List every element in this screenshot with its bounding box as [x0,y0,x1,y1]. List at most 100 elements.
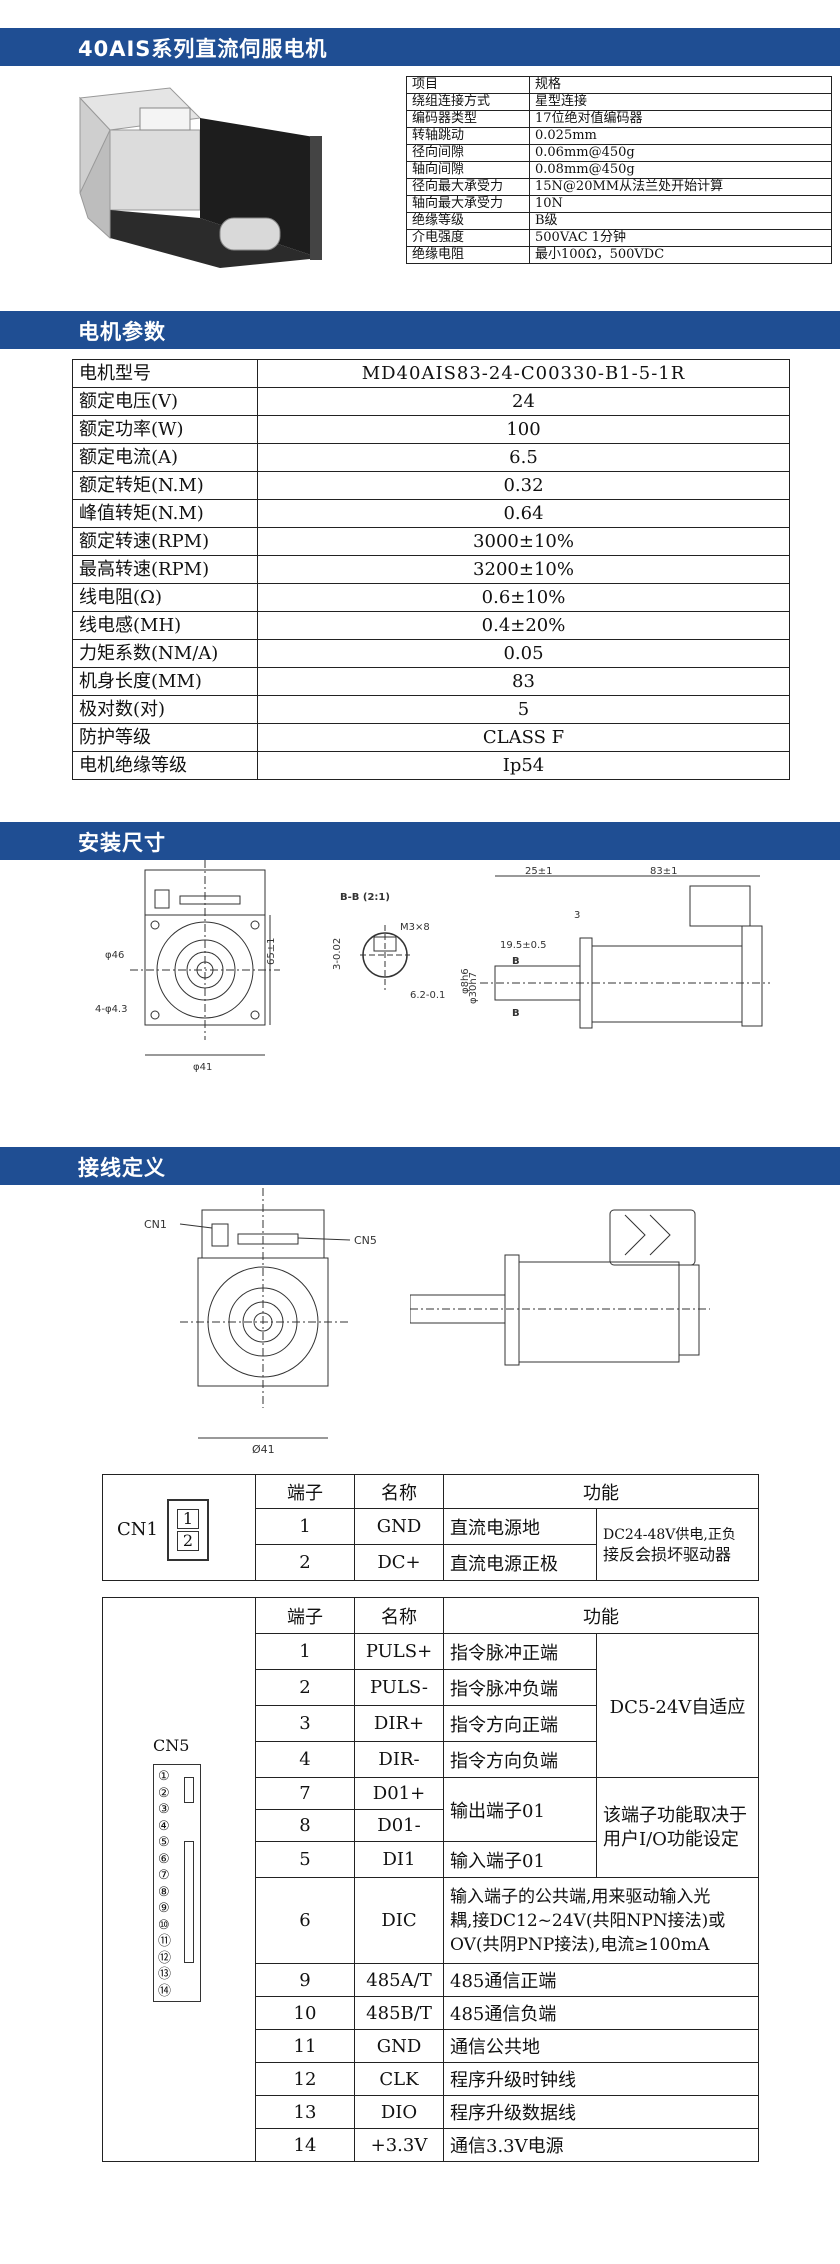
param-key: 电机型号 [72,359,258,388]
spec-value: 15N@20MM从法兰处开始计算 [529,178,832,196]
section-header-params: 电机参数 [0,311,840,349]
param-value: 0.32 [257,471,790,500]
section-header-install: 安装尺寸 [0,822,840,860]
cn5-key-slot [184,1777,194,1803]
cn5-pin-list: ① ② ③ ④ ⑤ ⑥ ⑦ ⑧ ⑨ ⑩ ⑪ ⑫ ⑬ ⑭ [158,1769,171,2000]
table-row: 1 PULS+ 指令脉冲正端 DC5-24V自适应 [103,1633,759,1778]
cn1-header-terminal: 端子 [255,1474,355,1509]
cell: PULS- [354,1669,444,1706]
cn5-table: CN5 ① ② ③ ④ ⑤ ⑥ ⑦ ⑧ ⑨ ⑩ ⑪ ⑫ ⑬ ⑭ [102,1597,759,2162]
param-key: 额定功率(W) [72,415,258,444]
dim-phi41-b: Ø41 [252,1443,275,1456]
cell: 1 [255,1508,355,1545]
table-row: 极对数(对)5 [72,695,790,724]
cell: 输入端子01 [443,1841,597,1878]
table-row: 额定转速(RPM)3000±10% [72,527,790,556]
table-row: 6 DIC 输入端子的公共端,用来驱动输入光 耦,接DC12~24V(共阳NPN… [103,1877,759,1964]
table-row: 线电阻(Ω)0.6±10% [72,583,790,612]
cn1-table: CN1 1 2 端子 名称 功能 1 GND 直流电源地 DC24-48V供电,… [102,1474,759,1581]
cn5-io-note-1: 该端子功能取决于 [603,1804,747,1826]
label-cn1: CN1 [144,1218,167,1231]
table-row: 力矩系数(NM/A)0.05 [72,639,790,668]
section-header-title: 40AIS系列直流伺服电机 [0,28,840,66]
cn5-dic-2: 耦,接DC12~24V(共阳NPN接法)或 [450,1910,726,1931]
cell: 12 [255,2062,355,2096]
table-row: 3 DIR+ 指令方向正端 [103,1705,759,1742]
cell: 8 [255,1809,355,1842]
cn5-pin: ⑬ [158,1967,172,1982]
table-row: 4 DIR- 指令方向负端 [103,1741,759,1778]
dim-65: 65±1 [266,938,277,965]
cell: 指令方向正端 [443,1705,597,1742]
spec-value: 0.06mm@450g [529,144,832,162]
table-row: 2 DC+ 直流电源正极 [103,1544,759,1581]
cn5-pin: ② [158,1785,170,1801]
cn1-note-1: DC24-48V供电,正负 [603,1526,736,1543]
spec-value: 10N [529,195,832,213]
cn5-io-note-cell: 该端子功能取决于 用户I/O功能设定 [596,1777,759,1878]
cell: 7 [255,1777,355,1810]
spec-value: 0.025mm [529,127,832,145]
param-value: 3200±10% [257,555,790,584]
cn5-pin: ⑪ [158,1934,172,1949]
front-view-drawing: φ46 65±1 4-φ4.3 φ41 [95,860,280,1073]
cn5-connector-icon: ① ② ③ ④ ⑤ ⑥ ⑦ ⑧ ⑨ ⑩ ⑪ ⑫ ⑬ ⑭ [153,1764,201,2002]
dim-3: 3-0.02 [332,938,343,970]
cell: 直流电源正极 [443,1544,597,1581]
cell: DI1 [354,1841,444,1878]
cn5-pin: ⑫ [158,1950,172,1966]
table-row: 线电感(MH)0.4±20% [72,611,790,640]
table-row: 项目 规格 [406,76,832,94]
cn5-pin: ③ [158,1802,170,1817]
table-row: 峰值转矩(N.M)0.64 [72,499,790,528]
motor-side-drawing [410,1209,710,1366]
table-row: 12 CLK 程序升级时钟线 [103,2062,759,2096]
dim-3b: 3 [574,910,580,921]
cn5-pin: ⑭ [158,1983,172,1999]
section-mark-b2: B [512,1008,520,1019]
param-value: Ip54 [257,751,790,780]
param-key: 额定电压(V) [72,387,258,416]
param-value: CLASS F [257,723,790,752]
cell: 2 [255,1669,355,1706]
cn5-pin: ⑩ [158,1917,170,1933]
param-key: 防护等级 [72,723,258,752]
spec-key: 径向最大承受力 [406,178,530,196]
cell: 通信3.3V电源 [443,2128,759,2162]
cell: DIR- [354,1741,444,1778]
dim-phi30: φ30h7 [468,972,479,1004]
cn5-pin: ⑥ [158,1851,170,1867]
cn1-pin-2: 2 [177,1531,199,1551]
spec-value: B级 [529,212,832,230]
cn5-pin: ⑤ [158,1835,170,1850]
spec-value: 0.08mm@450g [529,161,832,179]
cell: 指令脉冲正端 [443,1633,597,1670]
cell: 指令脉冲负端 [443,1669,597,1706]
cell: 9 [255,1963,355,1997]
section-title-text: 40AIS系列直流伺服电机 [78,37,328,61]
cn5-pin: ⑨ [158,1901,170,1916]
cell: 4 [255,1741,355,1778]
dim-m3: M3×8 [400,922,430,933]
table-row: 绕组连接方式星型连接 [406,93,832,111]
cell: GND [354,2029,444,2063]
spec-key: 绝缘等级 [406,212,530,230]
table-row: 最高转速(RPM)3200±10% [72,555,790,584]
param-value: 0.05 [257,639,790,668]
dim-holes: 4-φ4.3 [95,1004,127,1015]
table-row: 绝缘电阻最小100Ω，500VDC [406,246,832,264]
cell: GND [354,1508,444,1545]
cn1-label: CN1 [117,1519,158,1540]
cn1-header-name: 名称 [354,1474,444,1509]
cn1-header-function: 功能 [443,1474,759,1509]
cell: 直流电源地 [443,1508,597,1545]
table-row: 额定电压(V)24 [72,387,790,416]
cn5-dic-1: 输入端子的公共端,用来驱动输入光 [450,1886,711,1907]
